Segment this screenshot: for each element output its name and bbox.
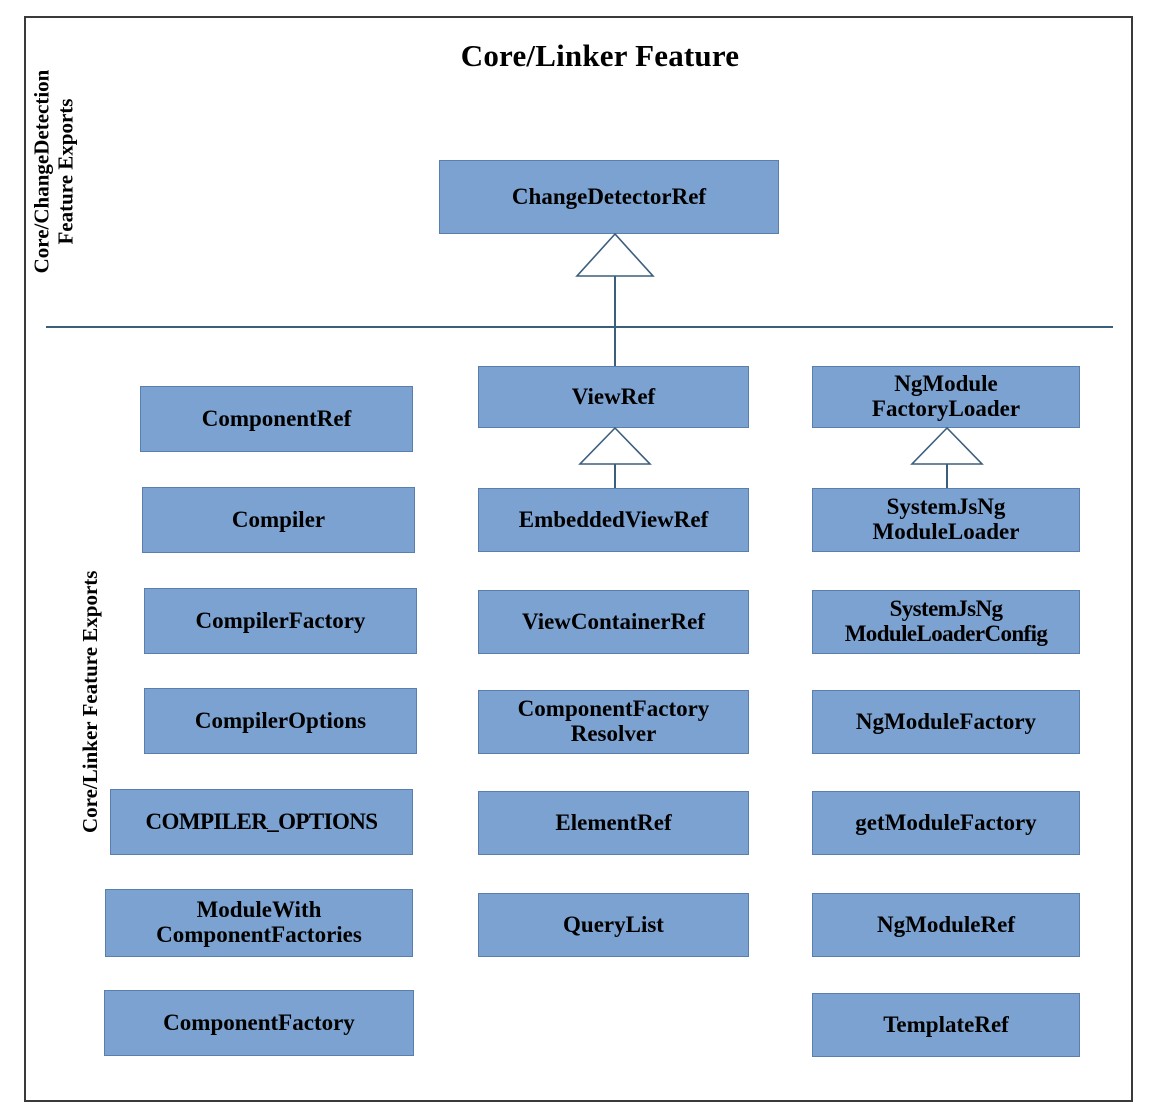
node-system-js-ng-module-loader-config[interactable]: SystemJsNg ModuleLoaderConfig — [812, 590, 1080, 654]
node-compiler-options[interactable]: CompilerOptions — [144, 688, 417, 754]
node-change-detector-ref[interactable]: ChangeDetectorRef — [439, 160, 779, 234]
node-element-ref[interactable]: ElementRef — [478, 791, 749, 855]
connector-embeddedviewref-to-viewref — [571, 426, 659, 490]
node-compiler-options-token[interactable]: COMPILER_OPTIONS — [110, 789, 413, 855]
node-label: NgModule FactoryLoader — [871, 371, 1021, 421]
node-label: EmbeddedViewRef — [518, 506, 709, 532]
connector-viewref-to-changedetectorref — [566, 232, 664, 366]
node-label: NgModuleRef — [877, 911, 1015, 937]
node-label: ComponentFactory Resolver — [517, 696, 710, 746]
node-get-module-factory[interactable]: getModuleFactory — [812, 791, 1080, 855]
node-label: ComponentRef — [201, 405, 352, 431]
node-label: CompilerOptions — [194, 707, 367, 733]
diagram-frame — [24, 16, 1133, 1102]
node-label: SystemJsNg ModuleLoader — [872, 494, 1020, 544]
node-label: CompilerFactory — [195, 607, 366, 633]
node-ng-module-factory[interactable]: NgModuleFactory — [812, 690, 1080, 754]
node-label: SystemJsNg ModuleLoaderConfig — [844, 596, 1048, 646]
node-embedded-view-ref[interactable]: EmbeddedViewRef — [478, 488, 749, 552]
node-label: QueryList — [563, 911, 664, 937]
node-label: ViewRef — [571, 383, 656, 409]
node-component-factory-resolver[interactable]: ComponentFactory Resolver — [478, 690, 749, 754]
node-ng-module-factory-loader[interactable]: NgModule FactoryLoader — [812, 366, 1080, 428]
lane-label-linker: Core/Linker Feature Exports — [78, 570, 103, 834]
node-component-ref[interactable]: ComponentRef — [140, 386, 413, 452]
node-label: getModuleFactory — [855, 809, 1037, 835]
node-template-ref[interactable]: TemplateRef — [812, 993, 1080, 1057]
node-view-ref[interactable]: ViewRef — [478, 366, 749, 428]
node-view-container-ref[interactable]: ViewContainerRef — [478, 590, 749, 654]
node-ng-module-ref[interactable]: NgModuleRef — [812, 893, 1080, 957]
node-label: ElementRef — [555, 809, 672, 835]
node-label: ComponentFactory — [163, 1009, 355, 1035]
node-label: TemplateRef — [883, 1011, 1009, 1037]
node-module-with-component-factories[interactable]: ModuleWith ComponentFactories — [105, 889, 413, 957]
node-label: ModuleWith ComponentFactories — [156, 897, 362, 947]
node-compiler[interactable]: Compiler — [142, 487, 415, 553]
node-system-js-ng-module-loader[interactable]: SystemJsNg ModuleLoader — [812, 488, 1080, 552]
node-compiler-factory[interactable]: CompilerFactory — [144, 588, 417, 654]
node-label: NgModuleFactory — [855, 708, 1037, 734]
lane-label-change-detection: Core/ChangeDetection Feature Exports — [29, 69, 77, 274]
node-label: COMPILER_OPTIONS — [145, 808, 379, 834]
node-query-list[interactable]: QueryList — [478, 893, 749, 957]
page-title: Core/Linker Feature — [460, 38, 740, 73]
lane-divider — [46, 326, 1113, 328]
node-label: ChangeDetectorRef — [511, 183, 707, 209]
node-label: ViewContainerRef — [521, 608, 706, 634]
connector-systemjsngmoduleloader-to-ngmodulefactoryloader — [903, 426, 991, 490]
node-label: Compiler — [231, 506, 326, 532]
node-component-factory[interactable]: ComponentFactory — [104, 990, 414, 1056]
